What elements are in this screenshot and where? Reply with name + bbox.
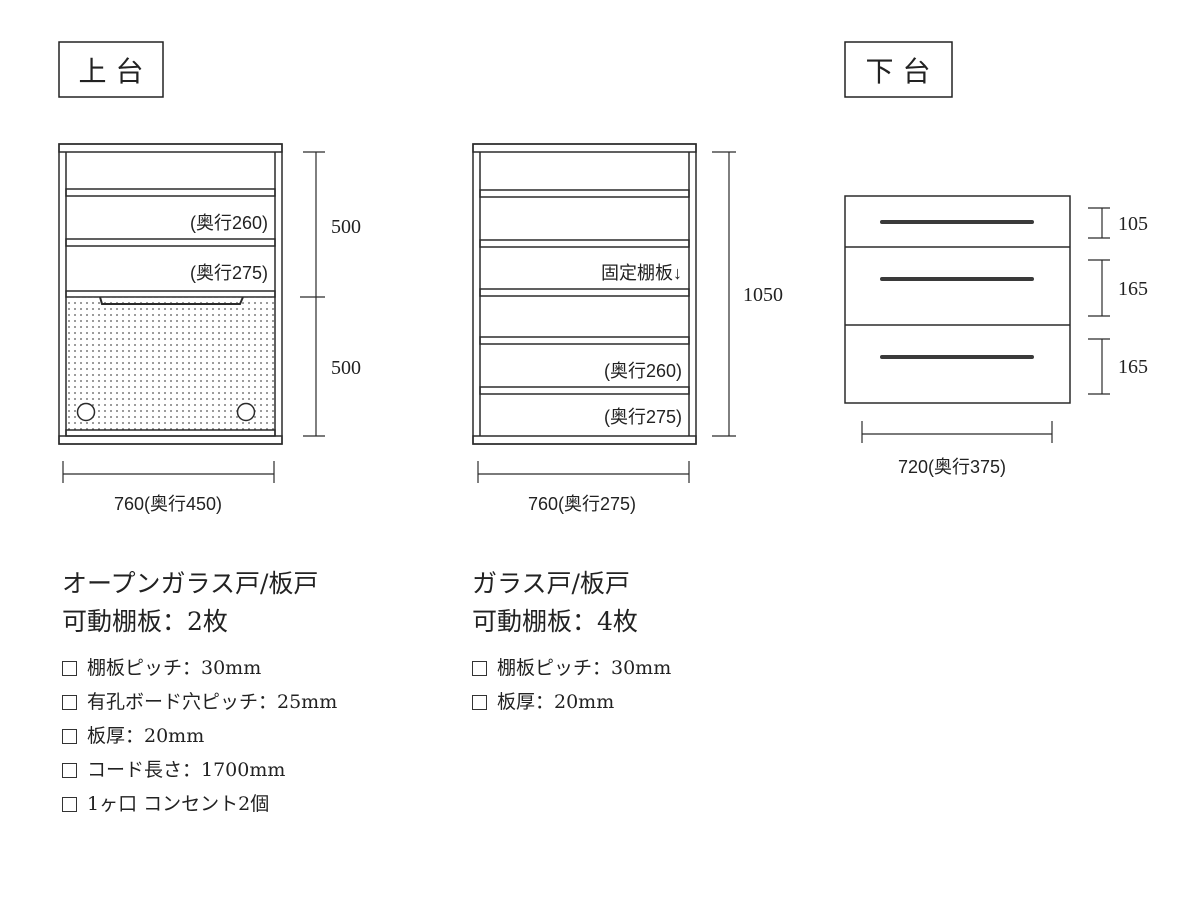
outlet-right — [236, 402, 256, 422]
drawer3-height-label: 165 — [1118, 356, 1148, 378]
shelf — [65, 238, 276, 247]
cabinet-middle-depth-b: (奥行275) — [604, 407, 682, 427]
upper-heading-text: 上 台 — [79, 55, 144, 88]
cabinet-middle-depth-a: (奥行260) — [604, 361, 682, 381]
spec-item: コード長さ：1700mm — [62, 753, 337, 787]
lower-width-dimension — [861, 421, 1053, 443]
lower-heading-text: 下 台 — [866, 55, 931, 88]
middle-width-dimension — [477, 461, 690, 483]
upper-spec-title: オープンガラス戸/板戸 — [62, 569, 319, 598]
shelf — [65, 188, 276, 197]
spec-item: 棚板ピッチ：30mm — [472, 651, 671, 685]
spec-item: 棚板ピッチ：30mm — [62, 651, 337, 685]
spec-item: 板厚：20mm — [472, 685, 671, 719]
upper-spec-shelves: 可動棚板：2枚 — [62, 607, 228, 636]
middle-height-label: 1050 — [743, 284, 783, 306]
cabinet-upper-depth-mid: (奥行275) — [190, 263, 268, 283]
lower-width-label: 720(奥行375) — [898, 457, 1006, 477]
drawer-handles — [880, 220, 1034, 359]
spec-item: 板厚：20mm — [62, 719, 337, 753]
shelf — [65, 290, 276, 298]
middle-width-label: 760(奥行275) — [528, 494, 636, 514]
checkbox-square-icon — [62, 660, 77, 676]
cabinet-middle — [472, 143, 697, 445]
upper-height-top-label: 500 — [331, 216, 361, 238]
fixed-shelf-label: 固定棚板↓ — [601, 263, 682, 283]
upper-height-dimension — [300, 151, 325, 437]
checkbox-square-icon — [62, 694, 77, 710]
lower-heading: 下 台 — [844, 41, 953, 98]
middle-spec-shelves: 可動棚板：4枚 — [472, 607, 638, 636]
drawer1-height-label: 105 — [1118, 213, 1148, 235]
shelf — [479, 386, 690, 395]
checkbox-square-icon — [472, 694, 487, 710]
upper-width-label: 760(奥行450) — [114, 494, 222, 514]
checkbox-square-icon — [62, 796, 77, 812]
outlet-left — [76, 402, 96, 422]
middle-spec-title: ガラス戸/板戸 — [472, 569, 630, 598]
drawer2-height-label: 165 — [1118, 278, 1148, 300]
middle-spec-list: 棚板ピッチ：30mm 板厚：20mm — [472, 651, 671, 719]
shelf — [479, 239, 690, 248]
cabinet-upper — [58, 143, 283, 445]
shelf — [479, 189, 690, 198]
upper-spec-block: オープンガラス戸/板戸 可動棚板：2枚 棚板ピッチ：30mm 有孔ボード穴ピッチ… — [62, 565, 337, 821]
spec-item: 有孔ボード穴ピッチ：25mm — [62, 685, 337, 719]
middle-height-dimension — [712, 151, 736, 437]
lower-height-dimension — [1088, 207, 1110, 395]
upper-width-dimension — [62, 461, 275, 483]
middle-spec-block: ガラス戸/板戸 可動棚板：4枚 棚板ピッチ：30mm 板厚：20mm — [472, 565, 671, 719]
cabinet-lower — [844, 195, 1071, 404]
upper-heading: 上 台 — [58, 41, 164, 98]
fixed-shelf — [479, 288, 690, 297]
checkbox-square-icon — [472, 660, 487, 676]
upper-height-bottom-label: 500 — [331, 357, 361, 379]
checkbox-square-icon — [62, 728, 77, 744]
spec-item: 1ヶ口 コンセント2個 — [62, 787, 337, 821]
checkbox-square-icon — [62, 762, 77, 778]
upper-spec-list: 棚板ピッチ：30mm 有孔ボード穴ピッチ：25mm 板厚：20mm コード長さ：… — [62, 651, 337, 821]
shelf — [479, 336, 690, 345]
cabinet-upper-depth-top: (奥行260) — [190, 213, 268, 233]
